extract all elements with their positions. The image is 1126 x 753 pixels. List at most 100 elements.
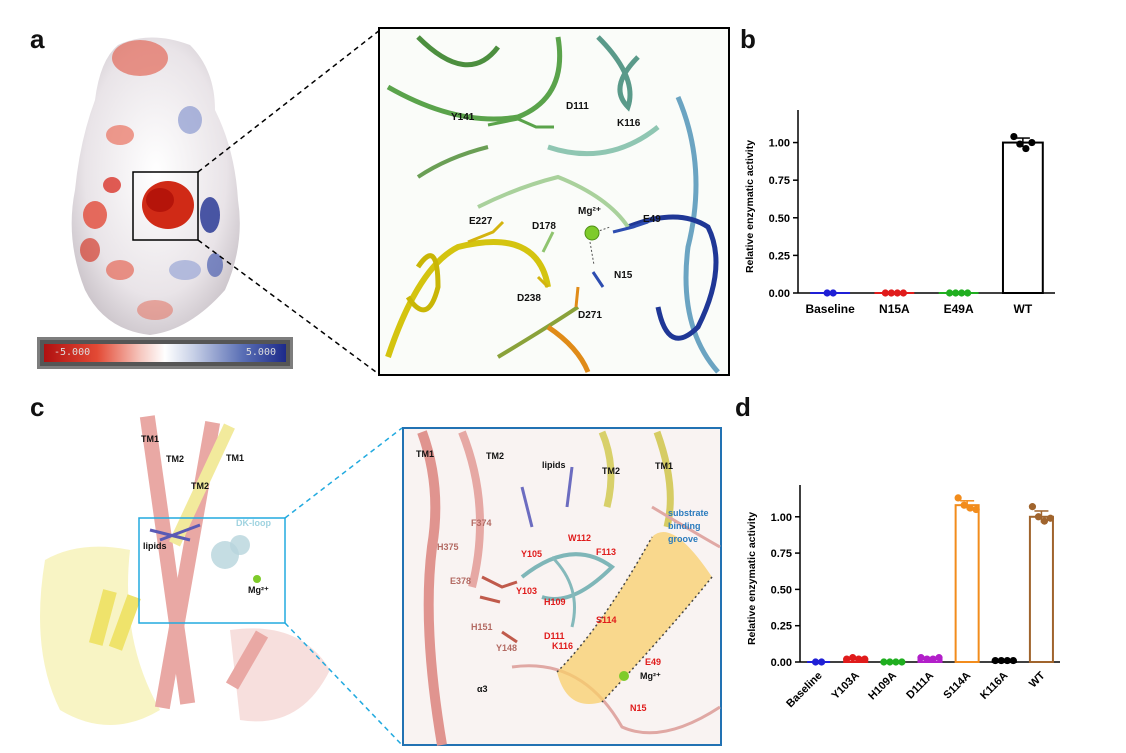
helix-label: α3 [477,684,488,694]
x-tick-label: E49A [944,302,974,316]
helix-label: TM1 [226,453,244,463]
data-point [849,654,857,662]
data-point [972,505,980,514]
data-point [817,658,826,666]
active-site-zoom [378,27,730,376]
helix-label: TM1 [141,434,159,444]
residue-label: H375 [437,542,459,552]
residue-label: Mg²⁺ [578,206,602,217]
residue-label: E49 [643,214,661,225]
residue-label: N15 [614,270,633,281]
panel-letter-d: d [735,392,751,422]
dk-loop-zoom [402,427,722,746]
data-point [958,289,966,297]
x-tick-label: N15A [879,302,910,316]
data-point [843,655,851,663]
residue-label: H151 [471,622,493,632]
residue-label: D111 [566,101,589,112]
data-point [892,658,900,666]
x-tick-label: Baseline [805,302,855,316]
y-tick-label: 0.75 [771,548,792,560]
y-tick-label: 0.50 [771,584,792,596]
scale-min-label: -5.000 [54,347,91,358]
data-point [899,289,907,297]
residue-label-red: E49 [645,657,662,667]
y-tick-label: 1.00 [771,512,792,524]
electrostatic-scale-bar: -5.000 5.000 [37,337,293,369]
x-tick-label: Y103A [830,670,862,702]
residue-label: E227 [469,216,493,227]
residue-label-red: D111 [544,631,565,641]
data-point [991,656,999,665]
x-tick-label: H109A [866,670,899,703]
data-point [935,654,943,662]
data-point [1034,513,1043,521]
data-point [861,655,869,663]
data-point [898,658,906,666]
mg-label: Mg²⁺ [248,585,269,595]
data-point [893,289,901,297]
data-point [960,501,968,509]
residue-label-red: H109 [544,597,566,607]
residue-label-red: K116 [552,641,574,651]
y-tick-label: 0.25 [771,621,792,633]
data-point [929,655,937,663]
helix-label: TM1 [655,461,673,471]
data-point [946,289,954,297]
chart-d: 0.00 0.25 0.50 0.75 1.00 Relative enzymatic a… [746,485,1060,710]
y-tick-label: 0.00 [771,657,792,669]
data-point [1010,132,1018,141]
data-point [964,289,972,297]
y-tick-label: 1.00 [769,138,790,150]
data-point [1028,503,1037,511]
residue-label-red: N15 [630,703,647,713]
helix-label: TM2 [166,454,184,464]
y-tick-label: 0.00 [769,288,790,300]
residue-label: D238 [517,293,541,304]
groove-label: substrate [668,508,709,518]
y-axis-title: Relative enzymatic activity [746,512,758,645]
residue-label-red: Y103 [516,586,538,596]
data-point [966,504,974,512]
x-tick-label: D111A [904,670,936,702]
helix-label: TM2 [602,466,620,476]
data-point [811,658,820,666]
mg-label: Mg²⁺ [640,671,661,681]
data-point [823,289,831,297]
data-point [1016,140,1024,148]
bar [954,504,980,663]
residue-label: K116 [617,118,641,129]
data-point [917,654,925,662]
residue-label: Y141 [451,112,475,123]
panel-letter-a: a [30,24,45,54]
y-tick-label: 0.25 [769,250,790,262]
residue-label-red: W112 [568,533,592,543]
x-tick-label: Baseline [784,670,824,710]
membrane-protein-overview [40,415,403,746]
residue-label-red: S114 [596,615,617,625]
data-point [952,289,960,297]
data-point [829,289,837,297]
data-point [1022,144,1030,153]
x-tick-label: K116A [978,670,1010,702]
data-point [1040,517,1049,525]
lipids-label: lipids [542,460,566,470]
y-tick-label: 0.50 [769,213,790,225]
bar [1001,141,1044,294]
groove-label: groove [668,534,699,544]
residue-label-red: F113 [596,547,617,557]
lipids-label: lipids [143,541,167,551]
surface-illustration [71,29,381,376]
residue-label: Y148 [496,643,518,653]
data-point [1046,514,1055,522]
data-point [887,289,895,297]
residue-label: D271 [578,310,602,321]
data-point [1009,656,1017,665]
residue-label-red: Y105 [521,549,543,559]
data-point [997,656,1005,665]
x-tick-label: WT [1027,669,1048,690]
helix-label: TM2 [486,451,504,461]
helix-label: TM1 [416,449,434,459]
data-point [954,494,962,502]
